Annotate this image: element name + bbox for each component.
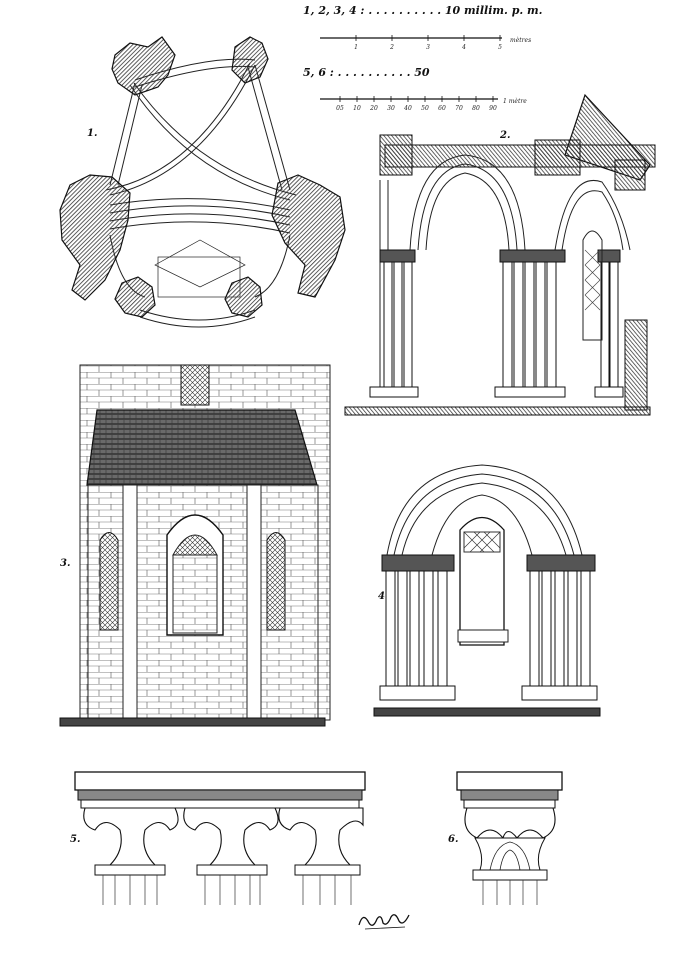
scale-label-2: 5, 6 : . . . . . . . . . . 50 (303, 66, 430, 79)
scale-bar-2-unit: 1 mètre (503, 98, 527, 105)
figure-label-4: 4. (378, 591, 389, 602)
figure-4-interior (373, 464, 601, 717)
figure-label-6: 6. (448, 834, 459, 845)
scale-bar-2-tick-label: 05 (336, 105, 344, 112)
scale-bar-1: 1 2 3 4 5 mètres (320, 35, 531, 51)
scale-bar-2-tick-label: 20 (369, 105, 378, 112)
figure-5-capitals (74, 771, 366, 905)
scale-bar-2-tick-label: 90 (489, 105, 497, 112)
figure-label-5: 5. (70, 834, 81, 845)
scale-bar-1-tick-label: 3 (426, 44, 430, 51)
figure-6-capital (456, 771, 563, 905)
scale-bar-2-tick-label: 30 (387, 105, 395, 112)
scale-bar-2-tick-label: 80 (472, 105, 480, 112)
scale-bar-2-tick-label: 10 (353, 105, 361, 112)
scale-bar-1-tick-label: 5 (498, 44, 502, 51)
figure-label-2: 2. (500, 130, 511, 141)
scale-label-1: 1, 2, 3, 4 : . . . . . . . . . . 10 mill… (303, 4, 543, 17)
scale-bar-1-unit: mètres (510, 37, 531, 44)
figure-3-exterior (59, 364, 331, 727)
scale-bar-2: 05 10 20 30 40 50 60 70 80 90 1 mètre (320, 96, 527, 112)
signature (358, 914, 410, 930)
scale-bar-2-tick-label: 50 (421, 105, 429, 112)
figure-2-section (344, 93, 656, 416)
scale-bar-2-tick-label: 60 (438, 105, 446, 112)
figure-1-plan (59, 36, 346, 328)
scale-bar-1-tick-label: 2 (389, 44, 394, 51)
scale-bar-2-tick-label: 40 (403, 105, 412, 112)
scale-bar-2-tick-label: 70 (455, 105, 463, 112)
scale-bar-1-tick-label: 4 (461, 44, 466, 51)
scale-bar-1-tick-label: 1 (354, 44, 358, 51)
figure-label-1: 1. (87, 128, 98, 139)
figure-label-3: 3. (60, 558, 71, 569)
